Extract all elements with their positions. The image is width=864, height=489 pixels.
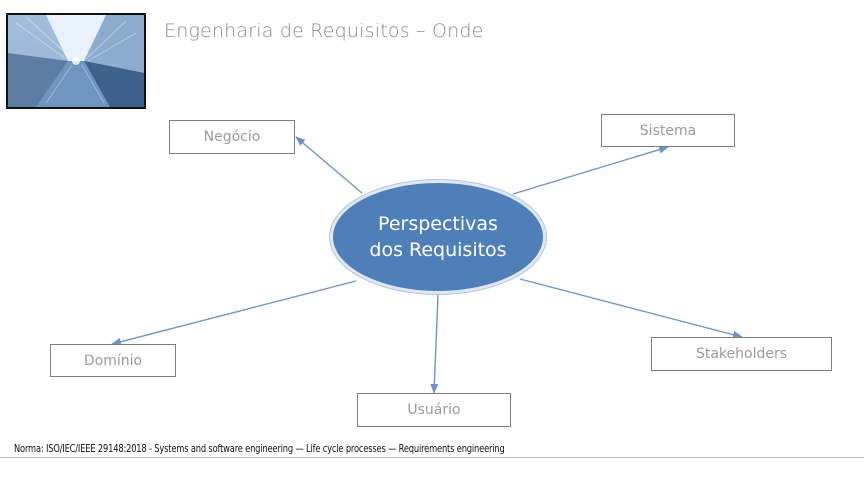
node-negocio: Negócio — [169, 120, 295, 154]
arrow-to-dominio — [111, 280, 357, 346]
node-stakeholders: Stakeholders — [651, 337, 832, 371]
footer-reference: Norma: ISO/IEC/IEEE 29148:2018 - Systems… — [14, 443, 505, 455]
node-usuario: Usuário — [357, 393, 511, 427]
node-stakeholders-label: Stakeholders — [695, 346, 788, 362]
arrow-to-sistema — [512, 145, 669, 195]
node-dominio: Domínio — [50, 344, 176, 377]
slide-title: Engenharia de Requisitos – Onde — [164, 20, 484, 42]
arrow-to-usuario — [430, 294, 439, 394]
center-node-line2: dos Requisitos — [369, 239, 507, 261]
center-node: Perspectivas dos Requisitos — [330, 180, 546, 294]
skyscrapers-photo — [6, 13, 146, 109]
node-sistema-label: Sistema — [639, 122, 697, 139]
node-sistema: Sistema — [601, 114, 735, 147]
node-negocio-label: Negócio — [203, 129, 261, 145]
arrow-to-negocio — [295, 136, 363, 194]
footer-divider — [0, 457, 864, 458]
arrow-to-stakeholders — [519, 278, 743, 339]
node-dominio-label: Domínio — [83, 352, 143, 369]
center-node-line1: Perspectivas — [378, 213, 498, 235]
node-usuario-label: Usuário — [407, 402, 461, 418]
